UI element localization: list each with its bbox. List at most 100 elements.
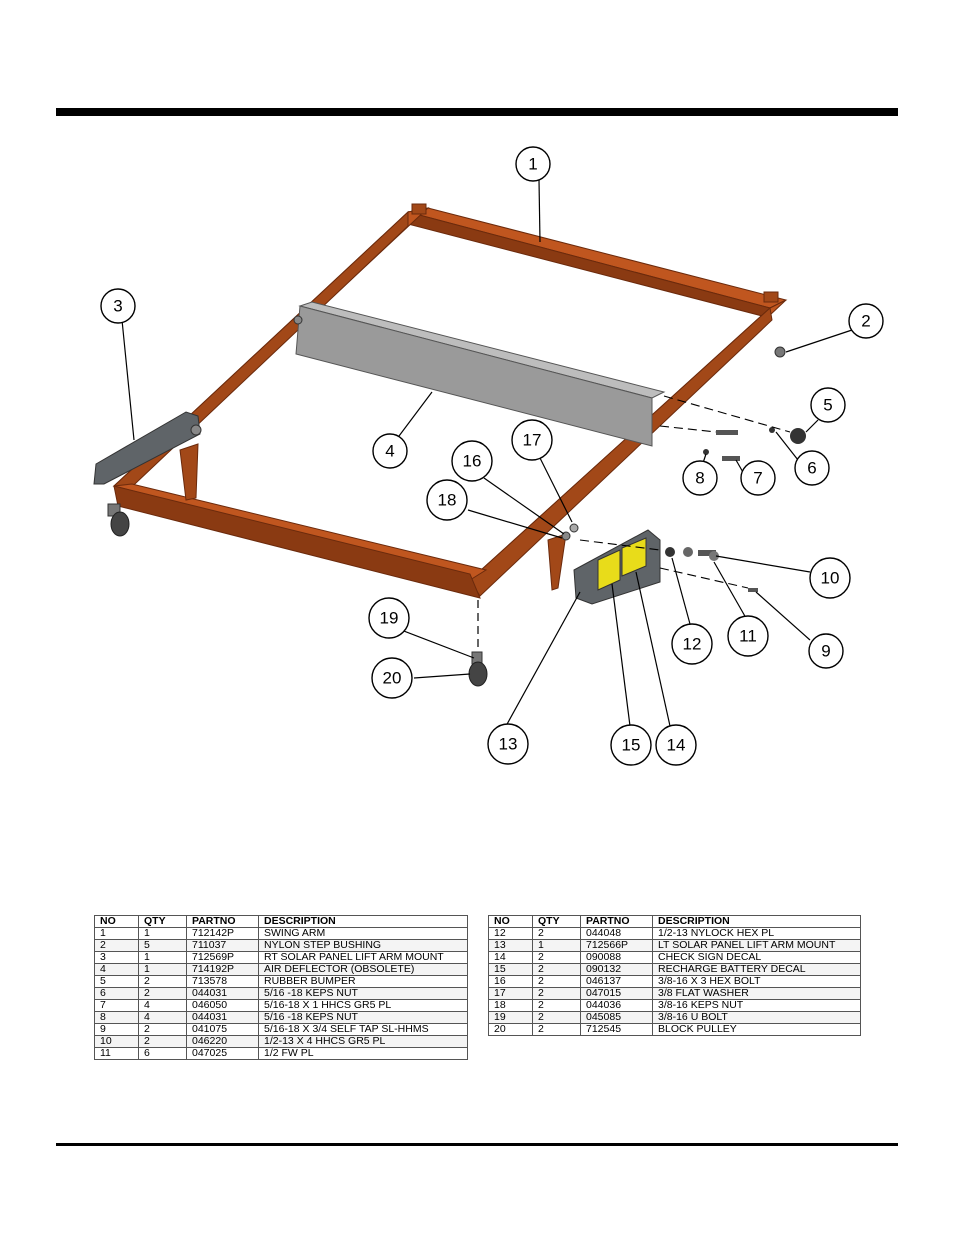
cell-no: 19 (488, 1011, 533, 1024)
cell-partno: 712569P (186, 951, 259, 964)
callout-19: 19 (368, 597, 410, 639)
callout-number: 11 (739, 627, 757, 646)
cell-partno: 044031 (186, 1011, 259, 1024)
callout-14: 14 (655, 724, 697, 766)
table-header-row: NO QTY PARTNO DESCRIPTION (94, 915, 468, 928)
cell-qty: 2 (532, 963, 581, 976)
cell-partno: 713578 (186, 975, 259, 988)
cell-description: 5/16 -18 KEPS NUT (258, 987, 468, 1000)
col-header-description: DESCRIPTION (258, 915, 468, 928)
cell-description: LT SOLAR PANEL LIFT ARM MOUNT (652, 939, 861, 952)
col-header-qty: QTY (532, 915, 581, 928)
cell-no: 6 (94, 987, 139, 1000)
callout-number: 7 (753, 469, 762, 488)
cell-partno: 045085 (580, 1011, 653, 1024)
cell-partno: 047025 (186, 1047, 259, 1060)
swing-arm-frame (112, 203, 788, 599)
assembly-lines (579, 395, 791, 589)
callout-number: 10 (821, 569, 840, 588)
col-header-partno: PARTNO (580, 915, 653, 928)
rt-lift-arm-mount (93, 411, 201, 485)
cell-qty: 2 (532, 975, 581, 988)
cell-description: NYLON STEP BUSHING (258, 939, 468, 952)
callout-10: 10 (809, 557, 851, 599)
callout-number: 3 (113, 297, 122, 316)
cell-no: 18 (488, 999, 533, 1012)
cell-qty: 1 (138, 963, 187, 976)
cell-partno: 044048 (580, 927, 653, 940)
callout-number: 18 (438, 491, 457, 510)
cell-description: 3/8-16 U BOLT (652, 1011, 861, 1024)
callout-number: 20 (383, 669, 402, 688)
cell-qty: 2 (138, 1035, 187, 1048)
air-deflector (295, 301, 666, 447)
cell-partno: 712545 (580, 1023, 653, 1036)
table-header-row: NO QTY PARTNO DESCRIPTION (488, 915, 861, 928)
cell-no: 16 (488, 975, 533, 988)
callout-16: 16 (451, 440, 493, 482)
col-header-qty: QTY (138, 915, 187, 928)
cell-partno: 046050 (186, 999, 259, 1012)
cell-no: 14 (488, 951, 533, 964)
callout-number: 17 (523, 431, 542, 450)
cell-qty: 2 (532, 927, 581, 940)
callout-3: 3 (100, 288, 136, 324)
cell-partno: 044036 (580, 999, 653, 1012)
cell-qty: 2 (532, 999, 581, 1012)
cell-partno: 090088 (580, 951, 653, 964)
callout-number: 16 (463, 452, 482, 471)
cell-partno: 041075 (186, 1023, 259, 1036)
callout-number: 19 (380, 609, 399, 628)
cell-description: SWING ARM (258, 927, 468, 940)
callout-17: 17 (511, 419, 553, 461)
cell-description: 5/16 -18 KEPS NUT (258, 1011, 468, 1024)
cell-description: 3/8 FLAT WASHER (652, 987, 861, 1000)
callout-number: 12 (683, 635, 702, 654)
cell-qty: 2 (532, 1023, 581, 1036)
cell-description: RT SOLAR PANEL LIFT ARM MOUNT (258, 951, 468, 964)
cell-description: 5/16-18 X 3/4 SELF TAP SL-HHMS (258, 1023, 468, 1036)
cell-partno: 714192P (186, 963, 259, 976)
callout-number: 5 (823, 396, 832, 415)
callout-18: 18 (426, 479, 468, 521)
cell-description: RECHARGE BATTERY DECAL (652, 963, 861, 976)
callout-number: 6 (807, 459, 816, 478)
cell-qty: 5 (138, 939, 187, 952)
callout-1: 1 (515, 146, 551, 182)
callout-13: 13 (487, 723, 529, 765)
col-header-partno: PARTNO (186, 915, 259, 928)
cell-qty: 1 (532, 939, 581, 952)
callout-number: 1 (528, 155, 537, 174)
callout-7: 7 (740, 460, 776, 496)
callout-20: 20 (371, 657, 413, 699)
cell-no: 4 (94, 963, 139, 976)
cell-description: 5/16-18 X 1 HHCS GR5 PL (258, 999, 468, 1012)
cell-qty: 2 (532, 987, 581, 1000)
callout-number: 15 (622, 736, 641, 755)
cell-description: CHECK SIGN DECAL (652, 951, 861, 964)
callout-number: 2 (861, 312, 870, 331)
callout-number: 9 (821, 642, 830, 661)
cell-no: 15 (488, 963, 533, 976)
cell-no: 2 (94, 939, 139, 952)
cell-partno: 046137 (580, 975, 653, 988)
header-rule (56, 108, 898, 116)
col-header-no: NO (94, 915, 139, 928)
caster-left (107, 503, 130, 537)
callout-number: 13 (499, 735, 518, 754)
cell-partno: 712566P (580, 939, 653, 952)
cell-no: 9 (94, 1023, 139, 1036)
